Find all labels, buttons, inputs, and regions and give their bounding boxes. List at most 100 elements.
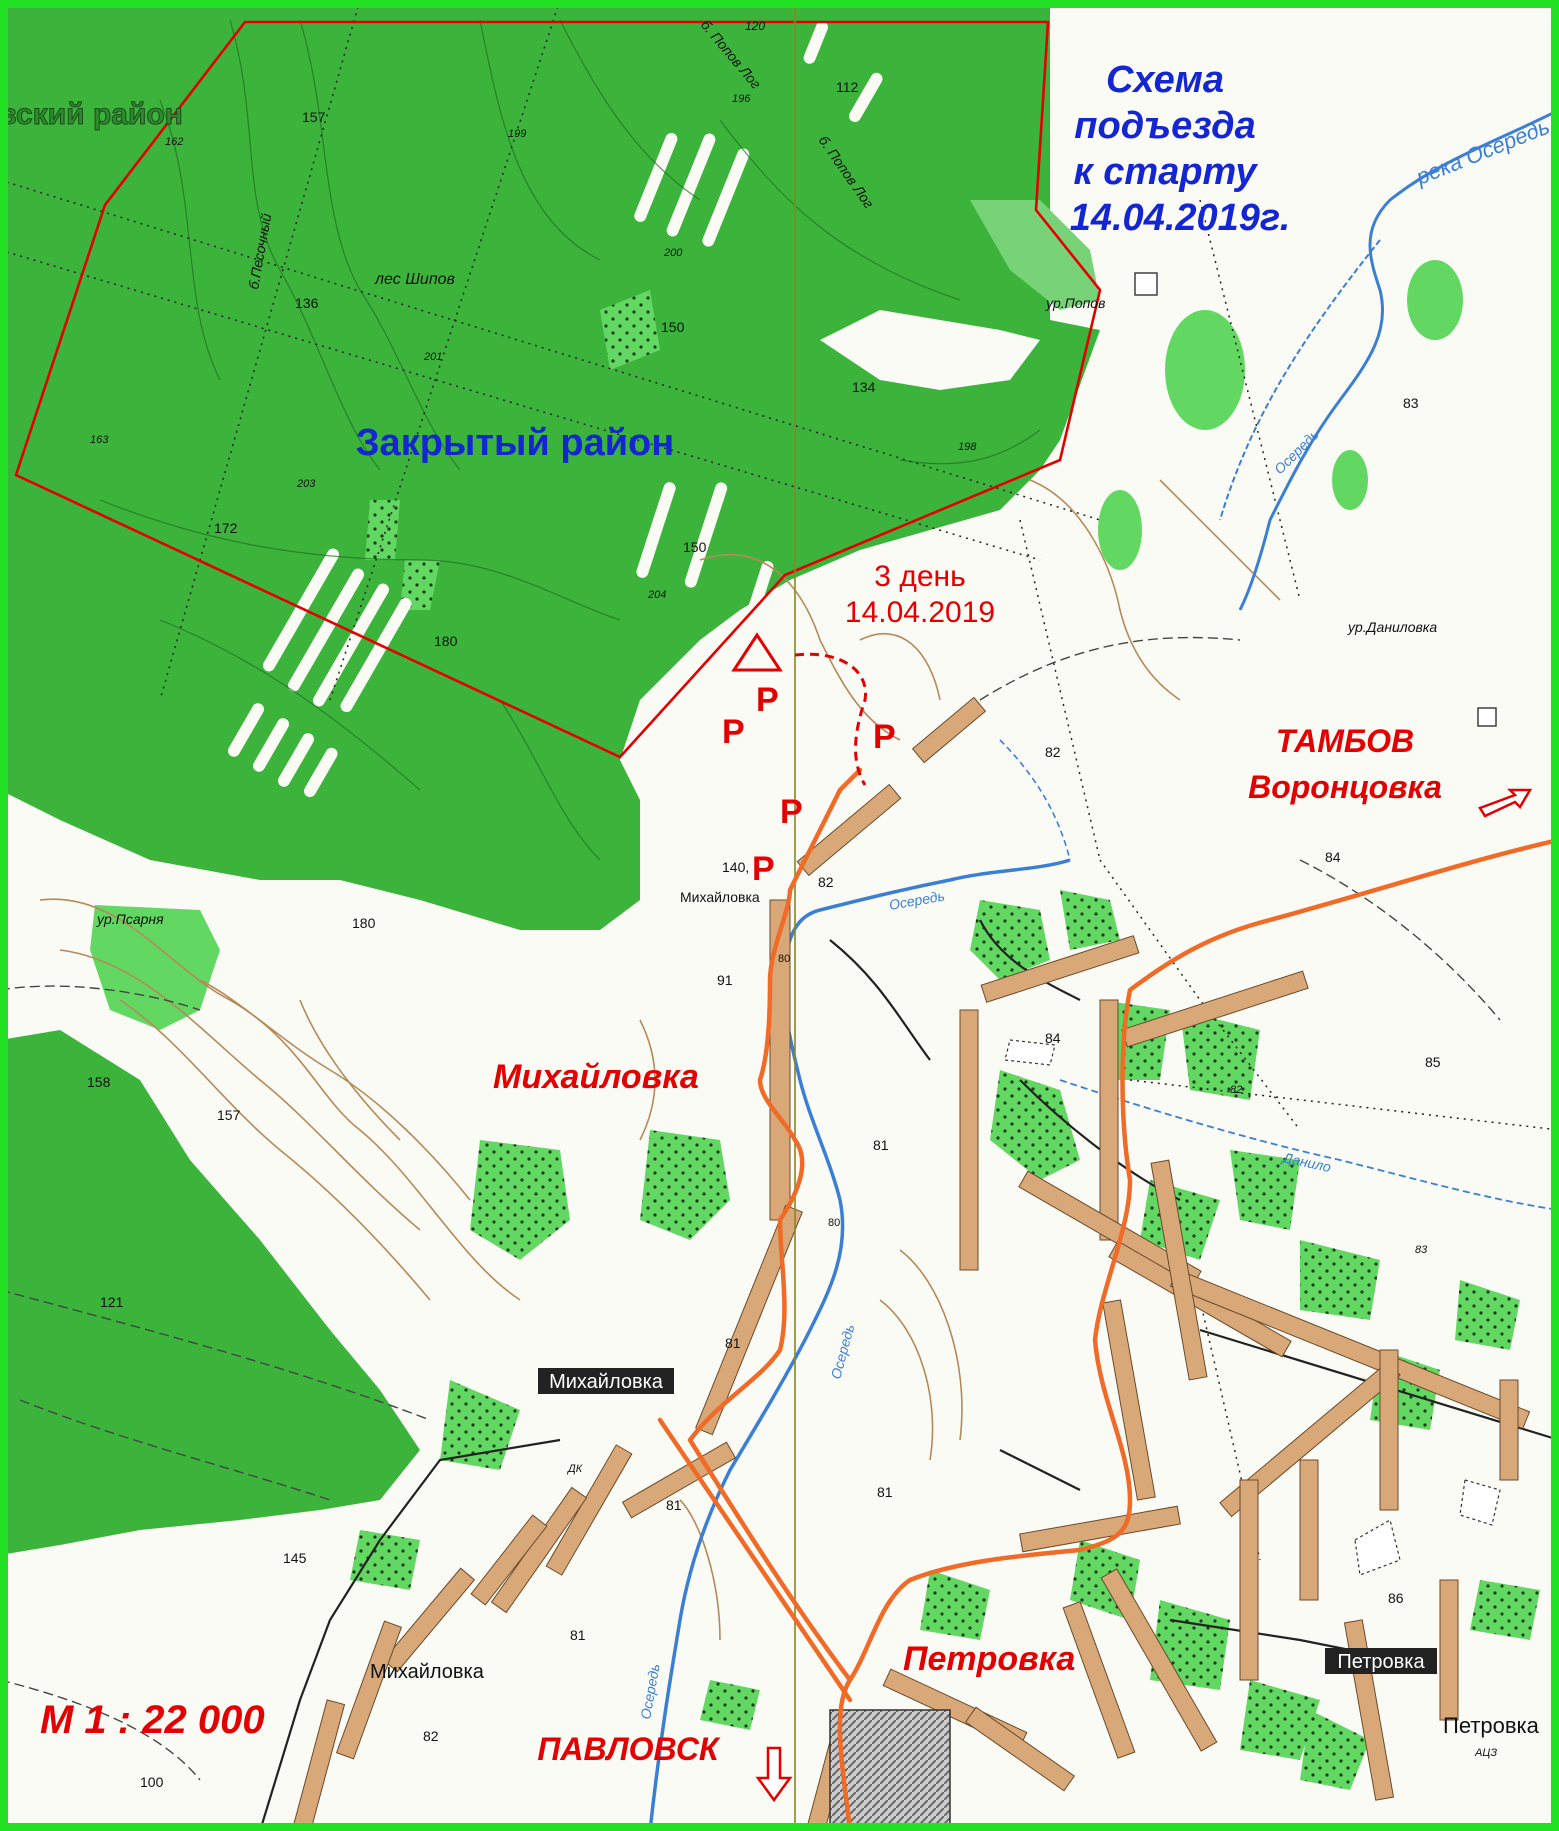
elevation: 82 xyxy=(423,1728,439,1744)
forest-patch xyxy=(1407,260,1463,340)
forest-patch xyxy=(1165,310,1245,430)
parking-icon: P xyxy=(873,718,896,756)
road-to-tambov xyxy=(837,837,1559,1831)
dashed-roads xyxy=(0,636,1501,1781)
elevation: 85 xyxy=(1425,1054,1441,1070)
elevation: 134 xyxy=(852,379,876,395)
elevation: 120 xyxy=(745,19,765,33)
forest-psarnya xyxy=(90,905,220,1030)
forest-clearings xyxy=(228,21,883,798)
stream xyxy=(999,739,1071,861)
houses xyxy=(292,696,1531,1831)
contour-lines xyxy=(39,479,1281,1641)
forest-areas xyxy=(0,0,1463,1555)
parking-icon: P xyxy=(756,681,779,719)
forest-west xyxy=(0,1030,420,1555)
day-number: 3 день xyxy=(874,560,965,593)
village-label: Михайловка xyxy=(680,889,760,905)
title-line: 14.04.2019г. xyxy=(1070,197,1291,239)
parking-icon: P xyxy=(722,713,745,751)
forest-lightzone xyxy=(970,200,1100,310)
elevation: 81 xyxy=(666,1497,682,1513)
tract-name: ур.Псарня xyxy=(96,911,164,927)
fenced-area xyxy=(1354,1519,1401,1576)
tract-name: ур.Попов xyxy=(1045,295,1105,311)
forest-contours xyxy=(99,19,1041,861)
direction-pavlovsk: ПАВЛОВСК xyxy=(537,1731,721,1767)
square-marker xyxy=(1134,272,1158,296)
river-oseredr xyxy=(648,858,1071,1831)
elevation: 200 xyxy=(663,247,683,259)
main-roads xyxy=(657,767,1559,1831)
elevation: 199 xyxy=(508,128,526,140)
tracks xyxy=(0,0,1559,1561)
river-danilo xyxy=(1059,1079,1559,1211)
elevation: 121 xyxy=(100,1294,124,1310)
village-box-label: Михайловка xyxy=(549,1371,664,1393)
elevation: 83 xyxy=(1403,395,1419,411)
parking-icon: P xyxy=(752,850,775,888)
elevation: 91 xyxy=(717,972,733,988)
title: Схема подъезда к старту 14.04.2019г. xyxy=(1070,59,1291,239)
fenced-area xyxy=(1004,1039,1056,1066)
elevation: 81 xyxy=(570,1627,586,1643)
closed-area-label: Закрытый район xyxy=(356,422,674,464)
title-line: подъезда xyxy=(1074,105,1255,147)
district-label: овский район xyxy=(0,98,183,131)
elevation: 157 xyxy=(302,109,326,125)
elevation: 162 xyxy=(165,136,183,148)
scale-label: М 1 : 22 000 xyxy=(40,1698,265,1742)
elevation: 150 xyxy=(661,319,685,335)
elevation: 83 xyxy=(1415,1244,1428,1256)
village-box-label: Петровка xyxy=(1337,1651,1425,1673)
elevation: 172 xyxy=(214,520,238,536)
building-name: ДК xyxy=(566,1463,583,1475)
elevation: 81 xyxy=(873,1137,889,1153)
elevation: 84 xyxy=(1045,1030,1061,1046)
elevation: 163 xyxy=(90,434,109,446)
elevation: 204 xyxy=(647,589,666,601)
elevation: 150 xyxy=(683,539,707,555)
title-line: к старту xyxy=(1073,151,1258,193)
village-mikhailovka: Михайловка xyxy=(493,1058,699,1096)
elevation: 158 xyxy=(87,1074,111,1090)
elevation: 136 xyxy=(295,295,319,311)
village-label: Михайловка xyxy=(370,1661,485,1683)
day-label: 3 день 14.04.2019 xyxy=(845,560,995,629)
village-labels: Михайловка Петровка Михайловка Михайловк… xyxy=(370,889,1540,1738)
elevation: 84 xyxy=(1325,849,1341,865)
building-name: АЦЗ xyxy=(1474,1747,1497,1759)
road-to-pavlovsk xyxy=(657,1417,853,1703)
arrow-to-tambov-icon xyxy=(1478,788,1533,818)
elevation: 198 xyxy=(958,441,977,453)
elevation: 196 xyxy=(732,93,751,105)
forest-main xyxy=(0,0,1100,930)
elevation-labels: 112 120 157 162 199 196 136 200 150 201 … xyxy=(87,19,1441,1790)
river-oseredr-upper xyxy=(1238,108,1559,611)
vegetation-patches xyxy=(350,290,1540,1790)
rivers xyxy=(648,108,1559,1831)
start-route-dashed xyxy=(794,652,868,786)
hatched-block xyxy=(829,1709,951,1831)
elevation: 145 xyxy=(283,1550,307,1566)
forest-patch xyxy=(1098,490,1142,570)
parking-icon: P xyxy=(780,793,803,831)
parking-markers: P P P P P xyxy=(722,681,896,888)
elevation: 81 xyxy=(725,1335,741,1351)
direction-vorontsovka: Воронцовка xyxy=(1248,769,1442,805)
elevation: 203 xyxy=(296,478,316,490)
forest-clearing-white xyxy=(820,310,1040,390)
elevation: 180 xyxy=(352,915,376,931)
elevation: 81 xyxy=(877,1484,893,1500)
elevation: 80 xyxy=(828,1217,840,1229)
elevation: 140, xyxy=(722,859,749,875)
elevation: 86 xyxy=(1388,1590,1404,1606)
elevation: 201 xyxy=(423,351,442,363)
elevation: 180 xyxy=(434,633,458,649)
forest-name: лес Шипов xyxy=(374,271,455,288)
elevation: 80 xyxy=(778,953,790,965)
square-marker xyxy=(1477,707,1497,727)
road-to-mikhailovka xyxy=(687,767,863,1683)
elevation: 82 xyxy=(818,874,834,890)
